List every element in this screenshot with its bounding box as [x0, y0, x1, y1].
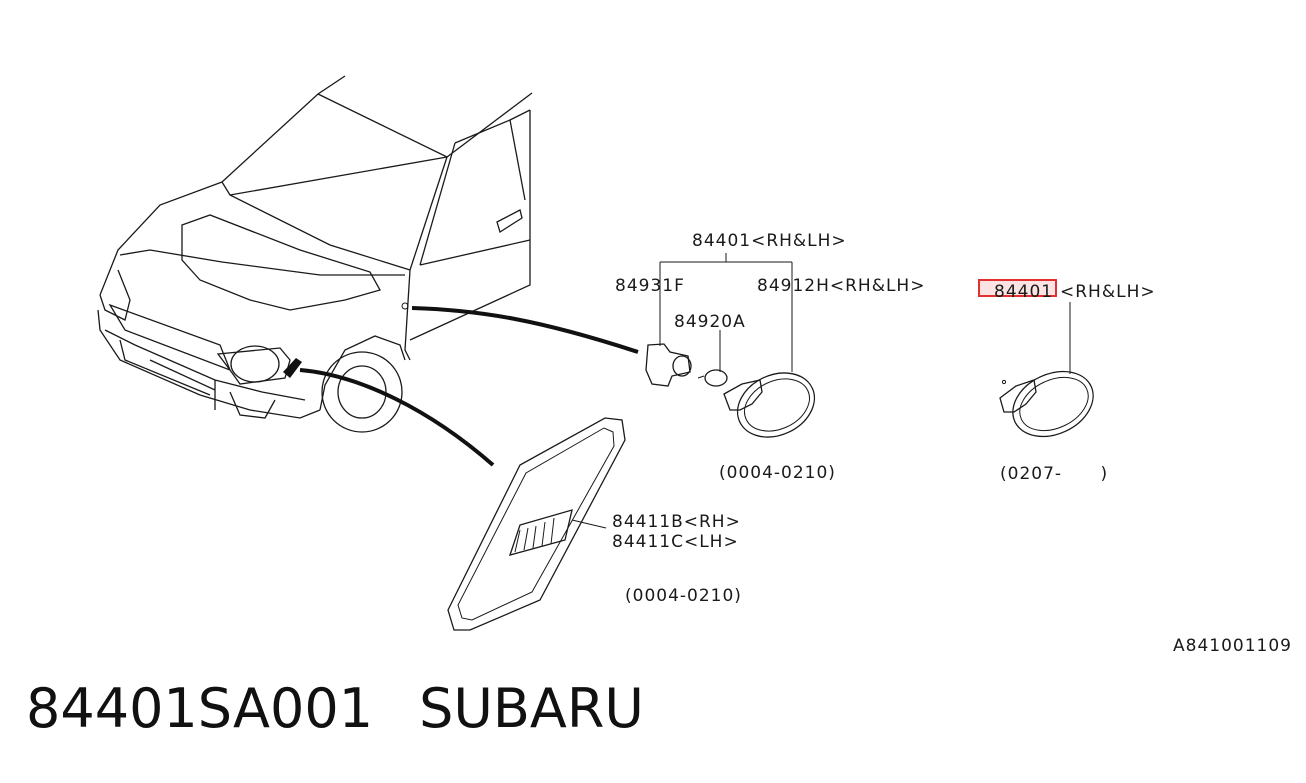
date-range-left: (0004-0210) — [719, 463, 836, 483]
leader-to-marker-assembly — [411, 306, 639, 354]
callout-assembly-top[interactable]: 84401<RH&LH> — [692, 231, 847, 251]
callout-trim-rh[interactable]: 84411B<RH> — [612, 512, 741, 532]
callout-bulb[interactable]: 84920A — [674, 312, 746, 332]
trim-panel — [447, 417, 626, 631]
callout-assembly-right-part[interactable]: 84401 — [994, 282, 1053, 302]
date-range-right: (0207- ) — [1000, 464, 1108, 484]
callout-trim-lh[interactable]: 84411C<LH> — [612, 532, 739, 552]
brand-name: SUBARU — [419, 677, 644, 740]
car-illustration — [97, 75, 533, 433]
leader-to-trim — [299, 368, 495, 467]
left-marker-assembly — [645, 253, 816, 438]
selected-part-highlight[interactable] — [978, 279, 1057, 297]
callout-assembly-right-suffix: <RH&LH> — [1060, 282, 1156, 302]
diagram-code: A841001109 — [1173, 636, 1292, 656]
callout-lens[interactable]: 84912H<RH&LH> — [757, 276, 925, 296]
part-number: 84401SA001 — [26, 677, 374, 740]
right-marker-assembly — [999, 302, 1094, 438]
date-range-trim: (0004-0210) — [625, 586, 742, 606]
callout-socket[interactable]: 84931F — [615, 276, 685, 296]
